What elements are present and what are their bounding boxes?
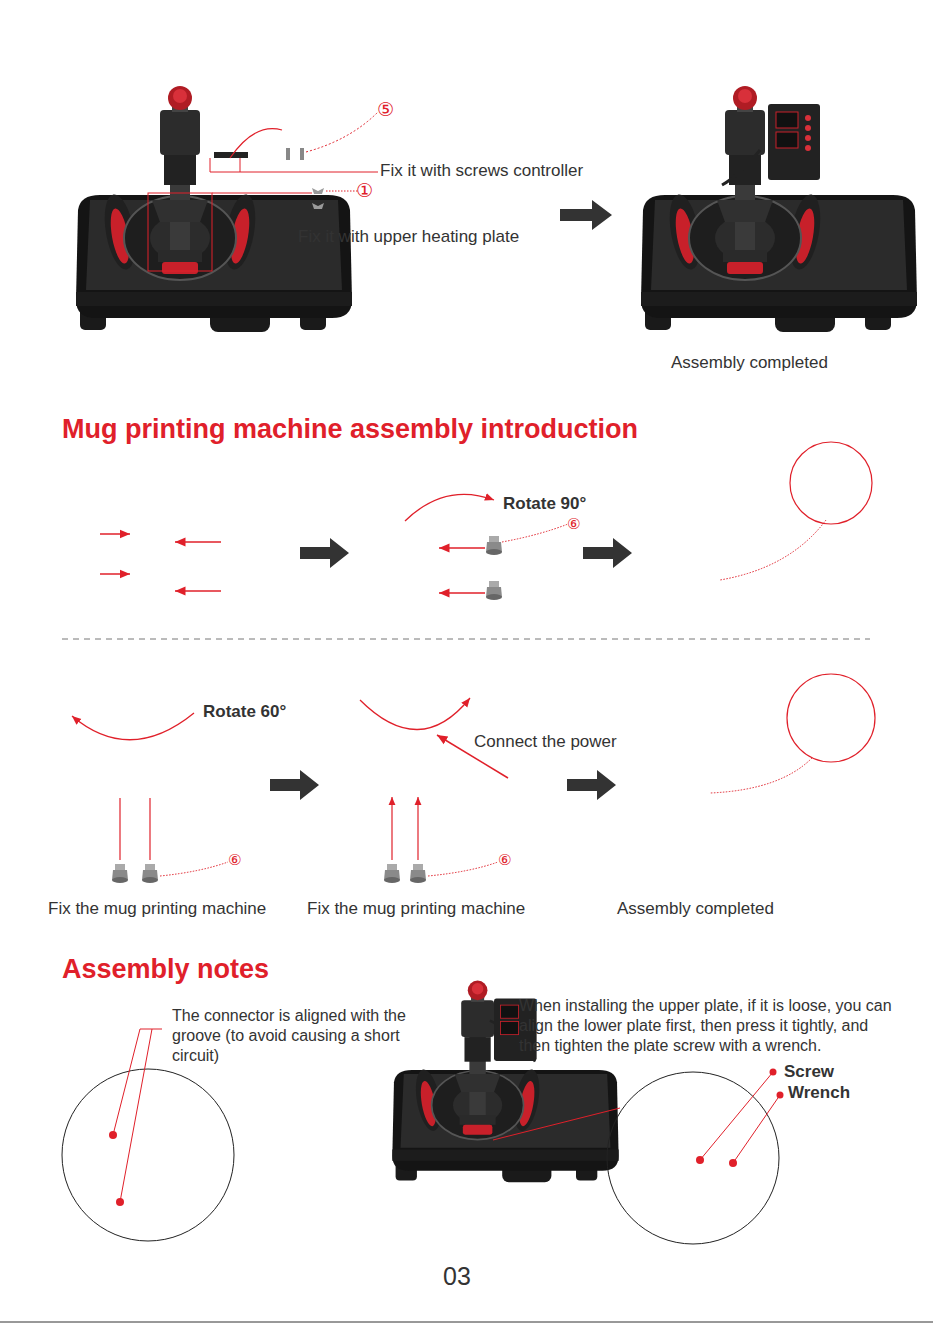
- heat-press-illustration: [76, 86, 352, 332]
- heat-press-illustration: [805, 135, 811, 141]
- heat-press-illustration: [805, 115, 811, 121]
- direction-arrows: [100, 494, 494, 593]
- heat-press-illustration: [76, 86, 352, 332]
- callout-artwork: [326, 191, 358, 192]
- direction-arrows: [175, 541, 221, 543]
- heat-press-illustration: [493, 1108, 620, 1140]
- zoom-circle: [700, 1072, 773, 1160]
- step-caption: Fix the mug printing machine: [307, 898, 525, 919]
- detail-circle: [787, 674, 875, 762]
- heat-press-illustration: [501, 1005, 519, 1018]
- screw-knob: [142, 864, 158, 883]
- section-divider: [62, 639, 870, 640]
- screw-knob: [384, 864, 400, 883]
- detail-circle: [720, 520, 826, 580]
- section-heading: Mug printing machine assembly introducti…: [62, 413, 638, 447]
- detail-circle: [710, 758, 812, 793]
- step-arrow: [560, 200, 612, 230]
- heat-press-illustration: [722, 150, 760, 185]
- section-heading: Assembly notes: [62, 953, 269, 987]
- page-rule: [0, 1322, 933, 1323]
- screw-knob: [160, 862, 228, 876]
- direction-arrows: [417, 797, 418, 860]
- screw-knob: [112, 864, 128, 883]
- step-arrow: [583, 538, 632, 568]
- direction-arrows: [175, 590, 221, 592]
- page-number: 03: [443, 1261, 471, 1292]
- zoom-circle: [113, 1029, 162, 1135]
- direction-arrows: [149, 798, 150, 860]
- screw-knob: [486, 581, 502, 600]
- direction-arrows: [439, 547, 485, 549]
- zoom-circle: [120, 1029, 152, 1202]
- detail-circle: [710, 674, 875, 793]
- zoom-circle: [607, 1069, 784, 1245]
- callout-number: ①: [356, 179, 373, 203]
- callout-artwork: [306, 112, 378, 152]
- screw-knob: [486, 536, 502, 555]
- step-arrow: [560, 200, 612, 230]
- heat-press-illustration: [641, 86, 917, 332]
- callout-number: ⑤: [377, 98, 394, 122]
- zoom-circle: [733, 1095, 780, 1163]
- step-note: Connect the power: [474, 731, 617, 752]
- step-arrow: [270, 770, 616, 800]
- callout-artwork: [212, 193, 312, 194]
- direction-arrows: [405, 494, 494, 521]
- step-note: Fix it with screws controller: [380, 160, 583, 181]
- step-caption: Fix the mug printing machine: [48, 898, 266, 919]
- screw-knob: [502, 524, 568, 542]
- direction-arrows: [391, 797, 392, 860]
- heat-press-illustration: [768, 104, 820, 180]
- detail-circle: [720, 442, 872, 580]
- step-arrow: [300, 538, 632, 568]
- zoom-circle: [62, 1069, 234, 1241]
- step-caption: Assembly completed: [671, 352, 828, 373]
- callout-artwork: [210, 158, 240, 172]
- callout-artwork: [240, 172, 378, 173]
- heat-press-illustration: [501, 1022, 519, 1035]
- heat-press-illustration: [776, 112, 798, 128]
- callout-number: ⑥: [567, 515, 580, 534]
- assembly-note: When installing the upper plate, if it i…: [519, 996, 899, 1056]
- callout-artwork: [286, 148, 290, 160]
- screw-knob: [410, 864, 426, 883]
- callout-artwork: [312, 203, 324, 209]
- direction-arrows: [72, 713, 194, 740]
- heat-press-illustration: [805, 145, 811, 151]
- part-name: Wrench: [788, 1082, 850, 1103]
- direction-arrows: [100, 573, 130, 575]
- callout-artwork: [312, 188, 324, 194]
- heat-press-illustration: [641, 86, 917, 332]
- part-name: Screw: [784, 1061, 834, 1082]
- direction-arrows: [360, 698, 470, 730]
- step-note: Fix it with upper heating plate: [298, 226, 519, 247]
- rotation-note: Rotate 90°: [503, 493, 586, 514]
- heat-press-illustration: [776, 132, 798, 148]
- zoom-circle: [607, 1072, 779, 1244]
- callout-artwork: [148, 112, 378, 271]
- step-arrow: [270, 770, 319, 800]
- callout-number: ⑥: [228, 851, 241, 870]
- direction-arrows: [439, 592, 485, 594]
- heat-press-illustration: [805, 125, 811, 131]
- screw-knob: [112, 862, 498, 883]
- assembly-note: The connector is aligned with the groove…: [172, 1006, 417, 1066]
- callout-artwork: [230, 129, 282, 158]
- direction-arrows: [72, 698, 508, 860]
- rotation-note: Rotate 60°: [203, 701, 286, 722]
- callout-artwork: [148, 193, 212, 271]
- step-arrow: [567, 770, 616, 800]
- callout-number: ⑥: [498, 851, 511, 870]
- step-arrow: [300, 538, 349, 568]
- screw-knob: [428, 862, 498, 876]
- step-caption: Assembly completed: [617, 898, 774, 919]
- direction-arrows: [100, 533, 130, 535]
- callout-artwork: [300, 148, 304, 160]
- detail-circle: [790, 442, 872, 524]
- screw-knob: [486, 524, 568, 600]
- direction-arrows: [119, 798, 120, 860]
